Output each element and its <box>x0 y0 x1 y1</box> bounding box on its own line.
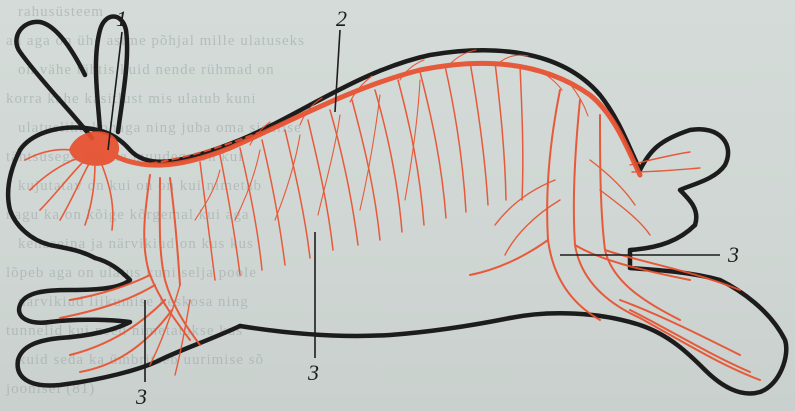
label-3-front-leg: 3 <box>136 386 147 408</box>
label-2: 2 <box>336 8 347 30</box>
label-3-hind-leg: 3 <box>728 244 739 266</box>
brain <box>70 132 118 164</box>
rabbit-outline <box>8 17 786 394</box>
label-3-belly: 3 <box>308 362 319 384</box>
callout-leaders <box>108 30 720 382</box>
label-1: 1 <box>116 8 127 30</box>
